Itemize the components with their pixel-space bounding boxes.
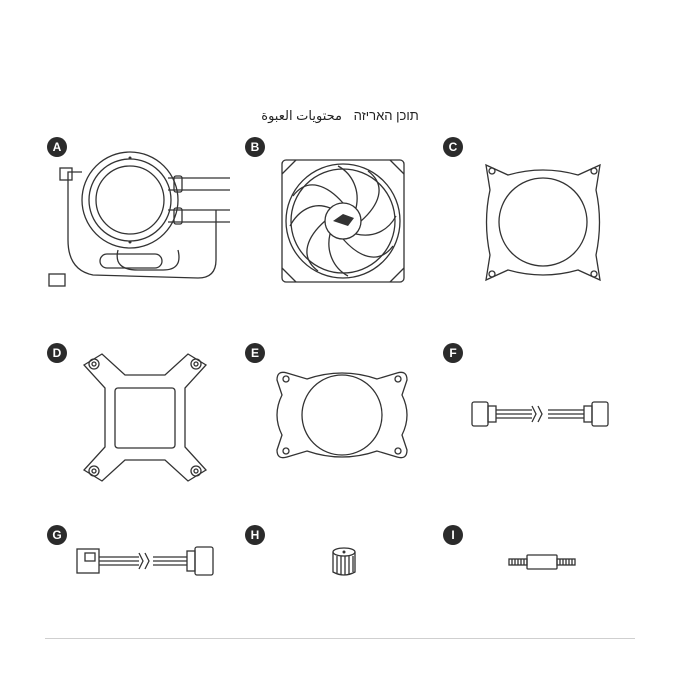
badge-e: E (245, 343, 265, 363)
badge-c: C (443, 137, 463, 157)
page-title: תוכן האריזה محتويات العبوة (0, 108, 680, 124)
amd-bracket-icon (272, 365, 412, 465)
radiator-fan-icon (278, 156, 408, 286)
badge-b: B (245, 137, 265, 157)
badge-h: H (245, 525, 265, 545)
title-arabic: محتويات العبوة (261, 108, 342, 123)
badge-i: I (443, 525, 463, 545)
aio-pump-with-tubes-icon (48, 150, 238, 290)
standoff-screw-icon (507, 553, 577, 571)
fan-cable-icon (75, 545, 215, 577)
badge-g: G (47, 525, 67, 545)
badge-d: D (47, 343, 67, 363)
intel-backplate-icon (80, 350, 210, 485)
title-hebrew: תוכן האריזה (354, 108, 419, 123)
argb-cable-icon (470, 398, 610, 430)
backplate-bracket-c-icon (478, 160, 608, 285)
footer-divider (45, 638, 635, 639)
badge-f: F (443, 343, 463, 363)
thumb-screw-icon (330, 546, 358, 578)
